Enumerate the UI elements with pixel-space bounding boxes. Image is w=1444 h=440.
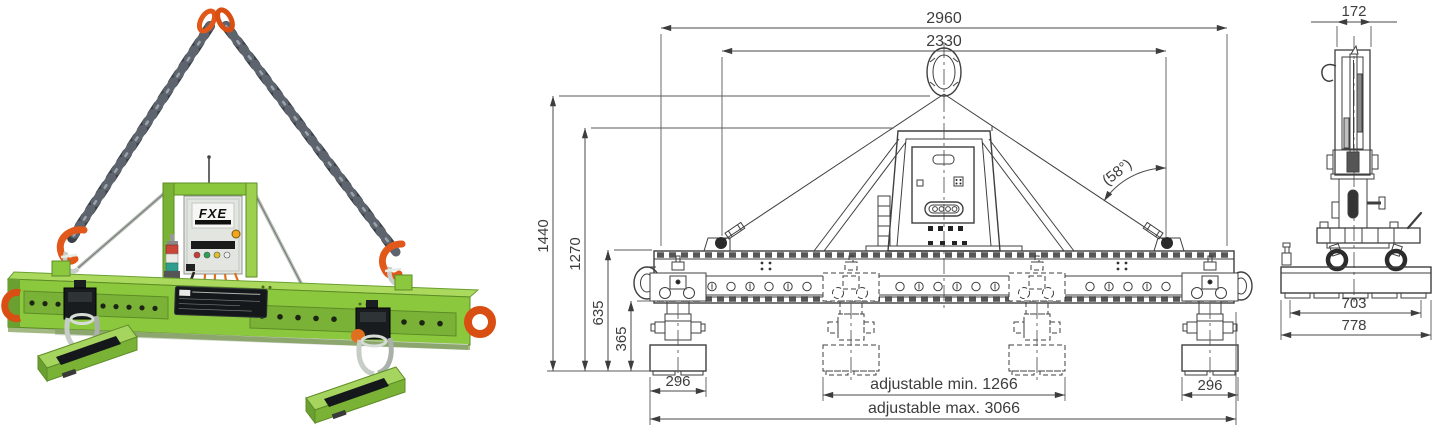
magnet-module-phantom: [822, 255, 880, 380]
side-view-drawing: 172 703 778: [1280, 3, 1432, 340]
dim-beam-bottom-height: 365: [613, 326, 630, 351]
dim-beam-top-height: 635: [590, 300, 607, 325]
control-box: FXE: [183, 195, 243, 275]
magnet-module-phantom: [1008, 255, 1066, 380]
beam-drawing: [633, 250, 1253, 304]
dim-magnet-width: 778: [1341, 317, 1366, 334]
hook-left: [51, 226, 88, 277]
side-magnet: [1280, 266, 1432, 299]
emergency-button: [231, 229, 241, 239]
control-box-drawing: [911, 146, 975, 245]
magnet-module: [649, 255, 707, 380]
product-photo: FXE: [1, 7, 496, 425]
dim-magnet-width-right: 296: [1197, 377, 1222, 394]
side-view-dimensions: 172 703 778: [1280, 3, 1432, 340]
control-box-brand: FXE: [199, 206, 227, 221]
side-column: [1321, 44, 1386, 229]
dim-sling-angle: (58°): [1099, 156, 1135, 190]
side-shackles: [1325, 243, 1408, 272]
signal-tower-drawing: [877, 195, 891, 247]
dim-adjustable-max: adjustable max. 3066: [868, 400, 1020, 417]
sling-anchor-right: [1142, 221, 1185, 252]
side-valve: [1281, 242, 1292, 266]
front-view-drawing: 2960 2330 (58°) 1440 1270 635 365 296: [535, 10, 1253, 425]
dim-magnet-width-left: 296: [665, 373, 690, 390]
lifting-eye-right: [464, 306, 496, 338]
dim-total-width: 2960: [926, 10, 962, 27]
sling-anchor-left: [703, 221, 746, 252]
chain-left: [67, 21, 215, 243]
front-view-dimensions: 2960 2330 (58°) 1440 1270 635 365 296: [535, 10, 1239, 425]
data-plate: [174, 286, 268, 319]
mast-frame: [162, 182, 258, 282]
magnet-unit-right: [305, 300, 406, 425]
chain-right: [221, 21, 401, 257]
magnet-unit-left: [37, 280, 138, 383]
lifting-eye-left: [1, 289, 22, 322]
hook-right: [378, 240, 413, 291]
rail-holes: [707, 281, 1171, 292]
dim-pad-width: 703: [1341, 295, 1366, 312]
dim-overall-height: 1440: [535, 219, 552, 252]
hook-icon: [1321, 63, 1337, 82]
sling-left: [723, 93, 945, 241]
signal-tower: [164, 234, 180, 280]
magnet-modules-drawing: [649, 255, 1239, 380]
dim-frame-height: 1270: [567, 237, 584, 270]
dim-top-width: 172: [1341, 3, 1366, 20]
dim-adjustable-min: adjustable min. 1266: [870, 376, 1018, 393]
sling-right: [943, 93, 1165, 241]
magnet-module: [1181, 255, 1239, 380]
side-crossbeam: [1316, 211, 1423, 249]
master-link: [196, 7, 235, 34]
dim-sling-width: 2330: [926, 33, 962, 50]
